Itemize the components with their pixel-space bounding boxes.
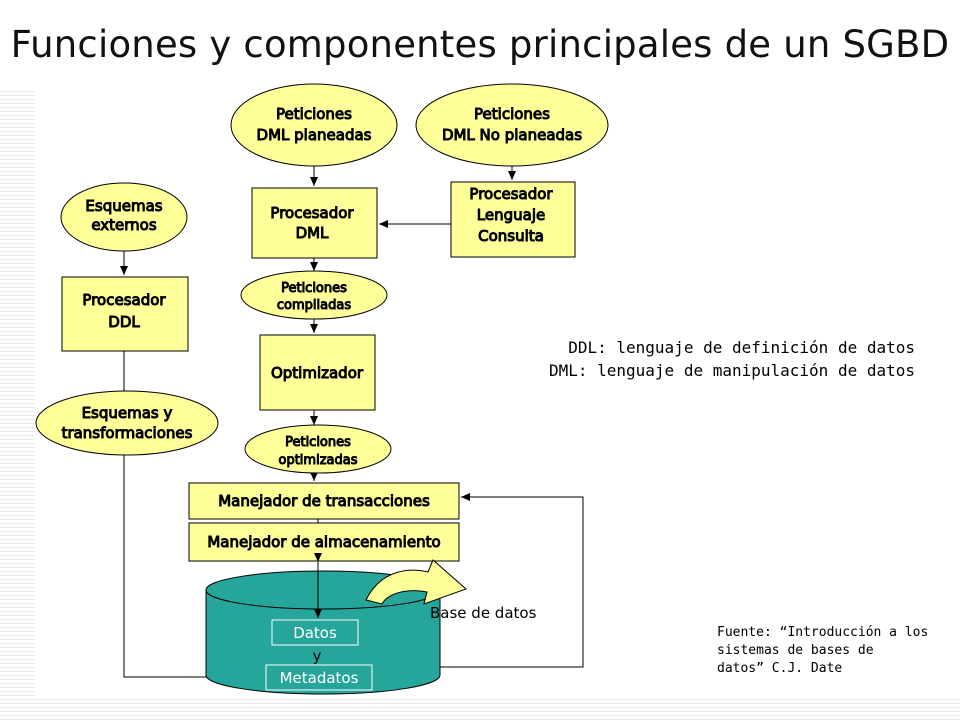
- svg-text:Peticiones: Peticiones: [474, 105, 550, 123]
- svg-text:Peticiones: Peticiones: [285, 435, 351, 450]
- svg-text:DML planeadas: DML planeadas: [257, 126, 372, 144]
- svg-text:Procesador: Procesador: [469, 185, 553, 203]
- svg-text:DML: DML: [296, 224, 329, 242]
- svg-text:Metadatos: Metadatos: [280, 669, 359, 687]
- node-peticiones-compiladas: Peticiones compiladas: [240, 270, 388, 320]
- node-metadatos: Metadatos: [265, 664, 373, 691]
- source-line-3: datos” C.J. Date: [717, 661, 842, 676]
- node-procesador-dml: Procesador DML: [251, 187, 378, 259]
- node-manejador-almacenamiento: Manejador de almacenamiento: [188, 522, 460, 562]
- svg-text:Procesador: Procesador: [82, 291, 166, 309]
- svg-text:Peticiones: Peticiones: [276, 105, 352, 123]
- ellipse-nodes: Peticiones DML planeadas Peticiones DML …: [35, 83, 609, 474]
- svg-text:Lenguaje: Lenguaje: [477, 206, 545, 224]
- edge-metadatos-to-transacciones: [372, 493, 584, 668]
- svg-text:optimizadas: optimizadas: [279, 453, 358, 468]
- svg-text:Manejador de transacciones: Manejador de transacciones: [218, 492, 430, 510]
- node-optimizador: Optimizador: [259, 334, 376, 411]
- svg-text:Esquemas y: Esquemas y: [82, 404, 173, 422]
- rect-nodes: Procesador DML Procesador Lenguaje Consu…: [61, 181, 576, 562]
- node-esquemas-transformaciones: Esquemas y transformaciones: [35, 390, 219, 456]
- svg-text:externos: externos: [91, 216, 157, 234]
- curved-arrow-icon: [365, 559, 467, 605]
- svg-text:Peticiones: Peticiones: [281, 281, 347, 296]
- svg-text:transformaciones: transformaciones: [62, 424, 193, 442]
- node-procesador-lenguaje-consulta: Procesador Lenguaje Consulta: [450, 181, 576, 258]
- node-peticiones-dml-planeadas: Peticiones DML planeadas: [230, 83, 398, 167]
- svg-text:Procesador: Procesador: [270, 204, 354, 222]
- node-peticiones-dml-no-planeadas: Peticiones DML No planeadas: [415, 83, 609, 167]
- svg-text:compiladas: compiladas: [277, 298, 351, 313]
- node-esquemas-externos: Esquemas externos: [60, 182, 188, 252]
- svg-text:Datos: Datos: [293, 624, 337, 642]
- page-title: Funciones y componentes principales de u…: [0, 0, 960, 88]
- source-line-2: sistemas de bases de: [717, 643, 874, 658]
- source-line-1: Fuente: “Introducción a los: [717, 625, 928, 640]
- svg-text:DDL: DDL: [108, 313, 140, 331]
- base-de-datos-label: Base de datos: [430, 604, 537, 622]
- node-datos: Datos: [271, 619, 359, 646]
- svg-text:Esquemas: Esquemas: [85, 197, 162, 215]
- node-y: y: [313, 647, 322, 665]
- svg-text:Optimizador: Optimizador: [271, 364, 364, 382]
- note-ddl: DDL: lenguaje de definición de datos: [568, 338, 915, 357]
- svg-text:Consulta: Consulta: [478, 227, 544, 245]
- node-manejador-transacciones: Manejador de transacciones: [188, 482, 460, 520]
- node-procesador-ddl: Procesador DDL: [61, 276, 189, 352]
- svg-text:DML No planeadas: DML No planeadas: [442, 126, 582, 144]
- svg-text:Manejador de almacenamiento: Manejador de almacenamiento: [207, 533, 440, 551]
- node-peticiones-optimizadas: Peticiones optimizadas: [244, 424, 392, 474]
- note-dml: DML: lenguaje de manipulación de datos: [549, 361, 915, 380]
